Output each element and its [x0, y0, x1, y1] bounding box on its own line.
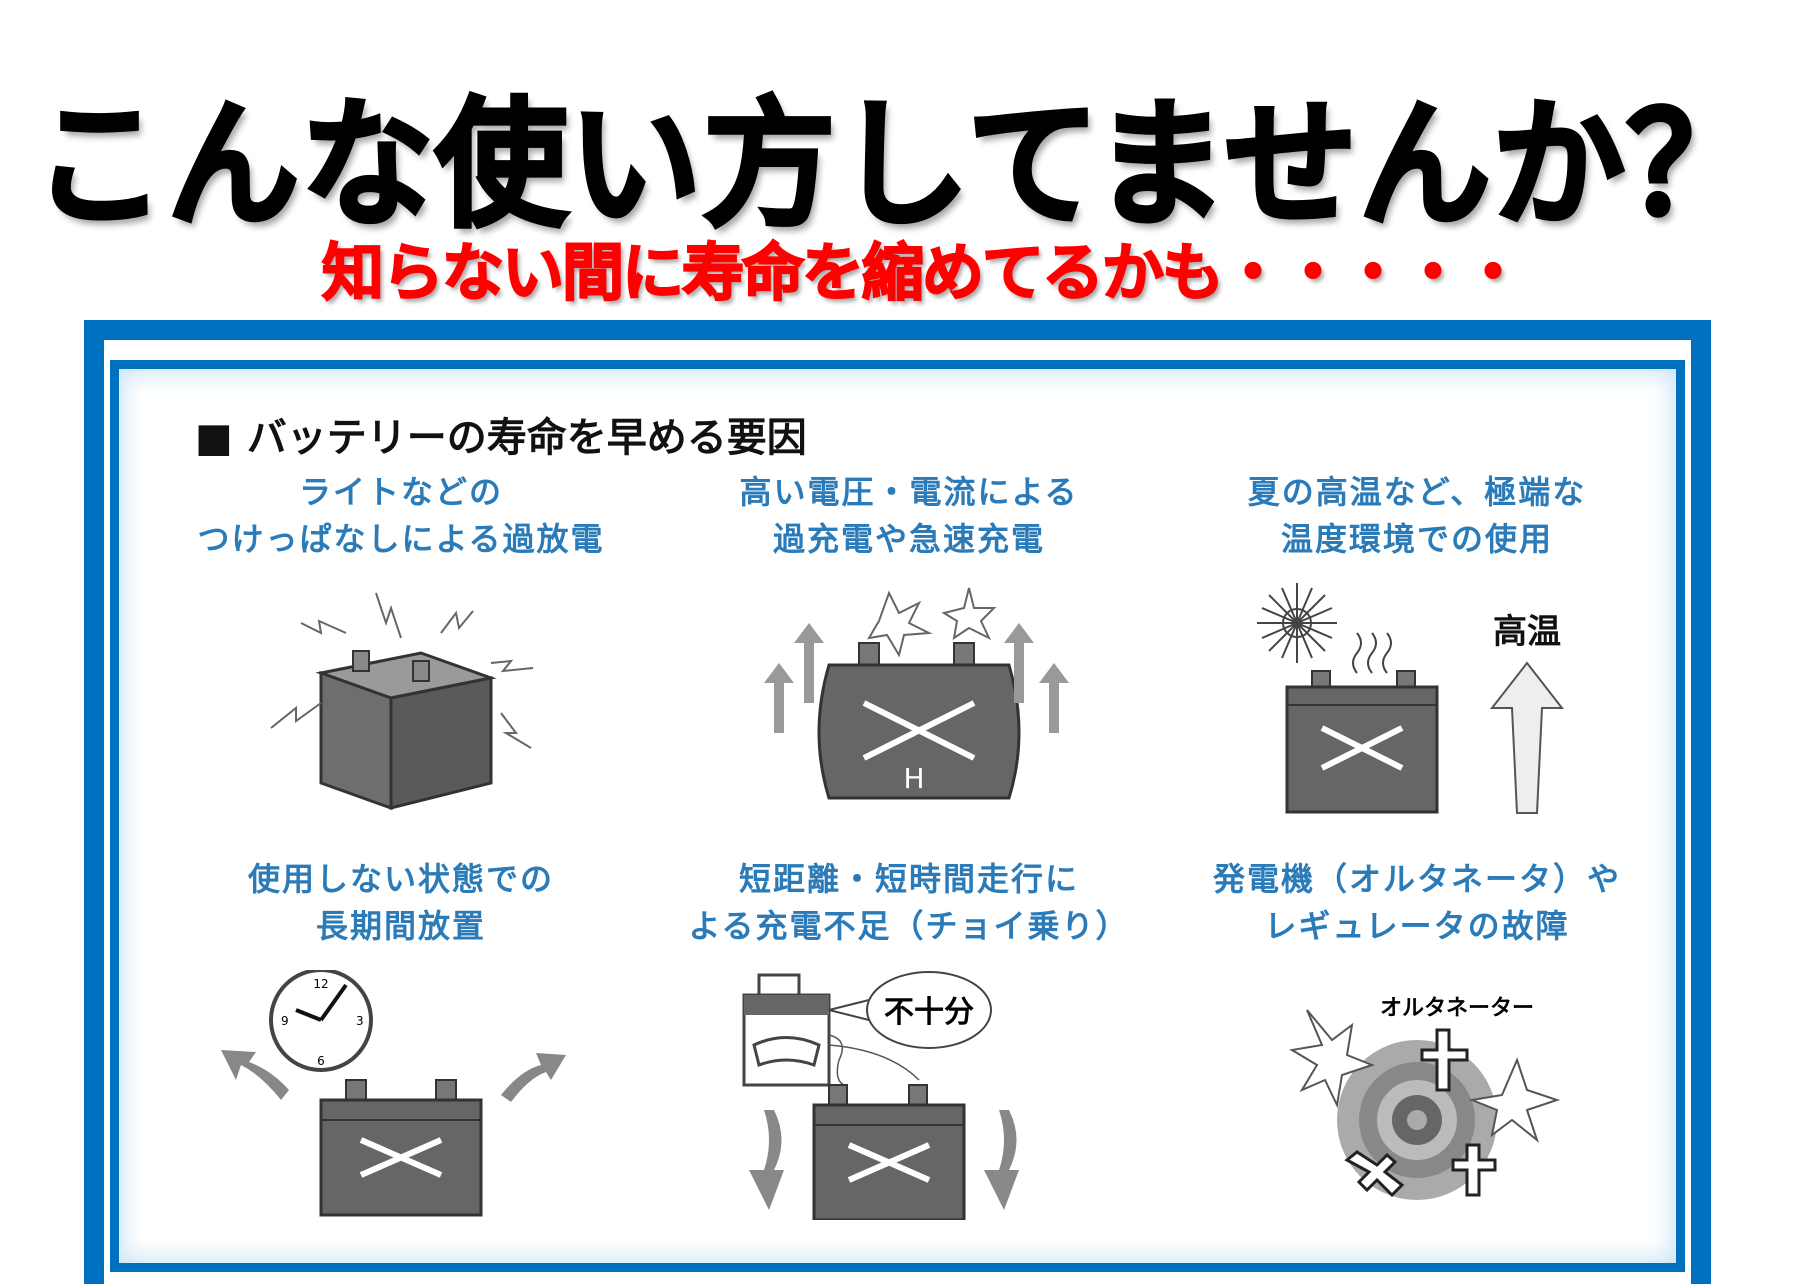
cause-extreme-temperature: 夏の高温など、極端な 温度環境での使用 高温	[1157, 469, 1677, 823]
battery-overcharge-illustration: H	[764, 587, 1069, 800]
svg-text:9: 9	[281, 1014, 289, 1028]
info-panel-frame: ■ バッテリーの寿命を早める要因 ライトなどの つけっぱなしによる過放電	[84, 320, 1711, 1284]
svg-text:3: 3	[356, 1014, 364, 1028]
battery-heat-illustration: 高温	[1257, 583, 1565, 814]
lightning-icon	[270, 592, 534, 749]
cause-caption-line2: よる充電不足（チョイ乗り）	[688, 907, 1130, 945]
sun-icon	[1257, 583, 1337, 663]
alternator-icon	[1337, 1040, 1497, 1200]
cause-caption-line2: レギュレータの故障	[1264, 907, 1570, 945]
svg-text:6: 6	[317, 1054, 325, 1068]
cause-alternator-failure: 発電機（オルタネータ）や レギュレータの故障 オルタネーター	[1157, 856, 1677, 1220]
cause-caption-line1: 発電機（オルタネータ）や	[1212, 860, 1621, 898]
panel-heading: ■ バッテリーの寿命を早める要因	[195, 415, 807, 461]
cause-caption-line2: 過充電や急速充電	[772, 520, 1045, 558]
cause-caption-line2: つけっぱなしによる過放電	[197, 520, 605, 558]
cause-caption-line2: 温度環境での使用	[1280, 520, 1553, 558]
burst-icon	[1289, 1009, 1561, 1143]
page-subtitle: 知らない間に寿命を縮めてるかも・・・・・	[321, 235, 1525, 310]
cause-long-idle: 使用しない状態での 長期間放置 12 3 6 9	[141, 856, 661, 1220]
svg-text:12: 12	[313, 977, 328, 991]
page-title: こんな使い方してませんか？	[31, 83, 1761, 249]
svg-text:H: H	[903, 762, 924, 795]
cause-caption-line1: 夏の高温など、極端な	[1247, 473, 1587, 511]
battery-undercharge-illustration: 不十分	[742, 971, 1019, 1220]
arrow-down-icon	[749, 1110, 784, 1210]
charger-meter-icon	[742, 973, 831, 1087]
alternator-illustration: オルタネーター	[1289, 996, 1561, 1200]
high-temp-label: 高温	[1493, 612, 1561, 652]
alternator-label: オルタネーター	[1380, 996, 1534, 1021]
cause-caption-line1: 高い電圧・電流による	[739, 473, 1079, 511]
curved-arrow-icon	[501, 1053, 566, 1102]
cause-over-discharge: ライトなどの つけっぱなしによる過放電	[141, 469, 661, 823]
broken-crack-icon	[1344, 1028, 1497, 1198]
arrow-up-icon	[1489, 661, 1565, 814]
cause-caption-line1: 短距離・短時間走行に	[738, 860, 1079, 898]
cause-overcharge: 高い電圧・電流による 過充電や急速充電 H	[649, 469, 1169, 823]
battery-discharge-illustration	[270, 592, 534, 811]
burst-icon	[867, 587, 997, 658]
curved-arrow-icon	[221, 1050, 289, 1100]
arrow-up-icon	[764, 623, 1069, 733]
info-panel: ■ バッテリーの寿命を早める要因 ライトなどの つけっぱなしによる過放電	[110, 360, 1685, 1272]
clock-icon: 12 3 6 9	[269, 970, 373, 1072]
cause-caption-line2: 長期間放置	[315, 907, 486, 945]
cause-caption-line1: ライトなどの	[298, 473, 503, 511]
cause-caption-line1: 使用しない状態での	[247, 860, 554, 898]
battery-idle-illustration: 12 3 6 9	[221, 970, 566, 1217]
cause-short-trips: 短距離・短時間走行に よる充電不足（チョイ乗り） 不十分	[649, 856, 1169, 1220]
arrow-down-icon	[984, 1110, 1019, 1210]
insufficient-label: 不十分	[884, 995, 974, 1030]
